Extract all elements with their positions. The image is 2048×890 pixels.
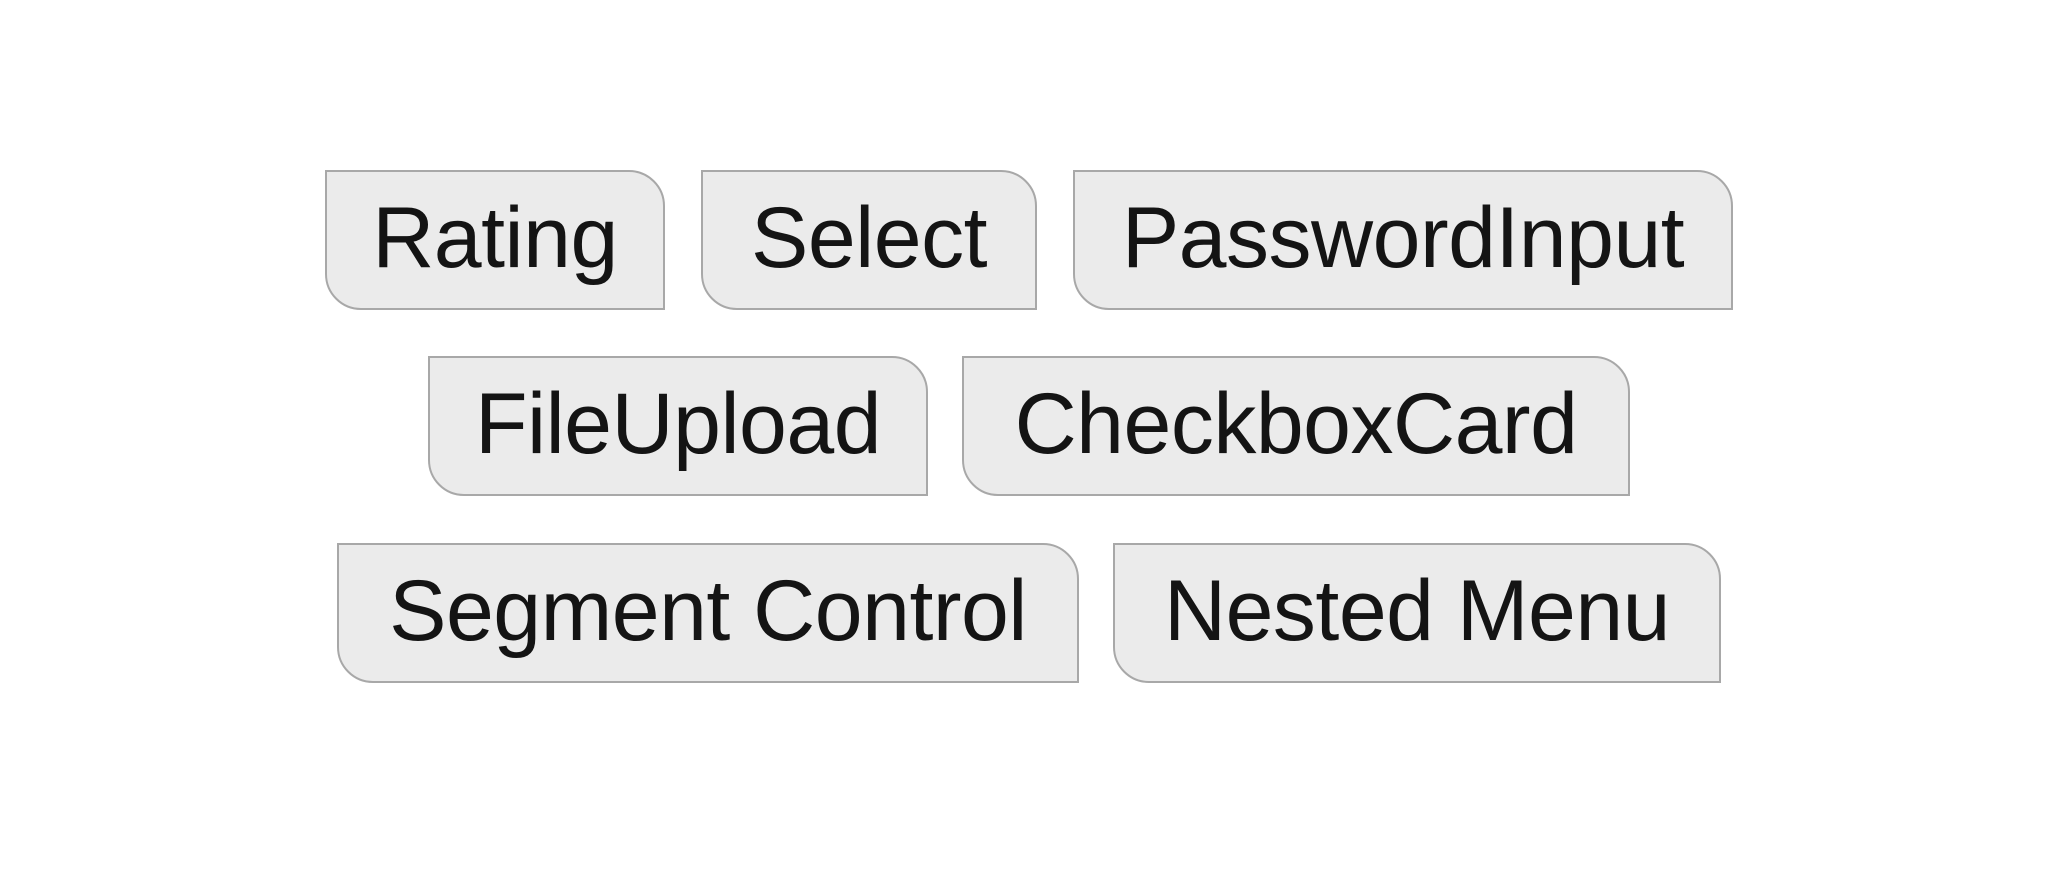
tag-label: Rating bbox=[372, 190, 618, 286]
tag-password-input[interactable]: PasswordInput bbox=[1073, 170, 1733, 310]
tag-rating[interactable]: Rating bbox=[325, 170, 665, 310]
tag-checkbox-card[interactable]: CheckboxCard bbox=[962, 356, 1630, 496]
tag-label: FileUpload bbox=[474, 376, 882, 472]
tag-file-upload[interactable]: FileUpload bbox=[428, 356, 928, 496]
tag-label: CheckboxCard bbox=[1014, 376, 1578, 472]
tag-nested-menu[interactable]: Nested Menu bbox=[1113, 543, 1721, 683]
tag-label: Nested Menu bbox=[1163, 563, 1671, 659]
tag-select[interactable]: Select bbox=[701, 170, 1037, 310]
tag-segment-control[interactable]: Segment Control bbox=[337, 543, 1079, 683]
tag-label: Segment Control bbox=[389, 563, 1027, 659]
tag-label: Select bbox=[750, 190, 988, 286]
tag-label: PasswordInput bbox=[1121, 190, 1685, 286]
